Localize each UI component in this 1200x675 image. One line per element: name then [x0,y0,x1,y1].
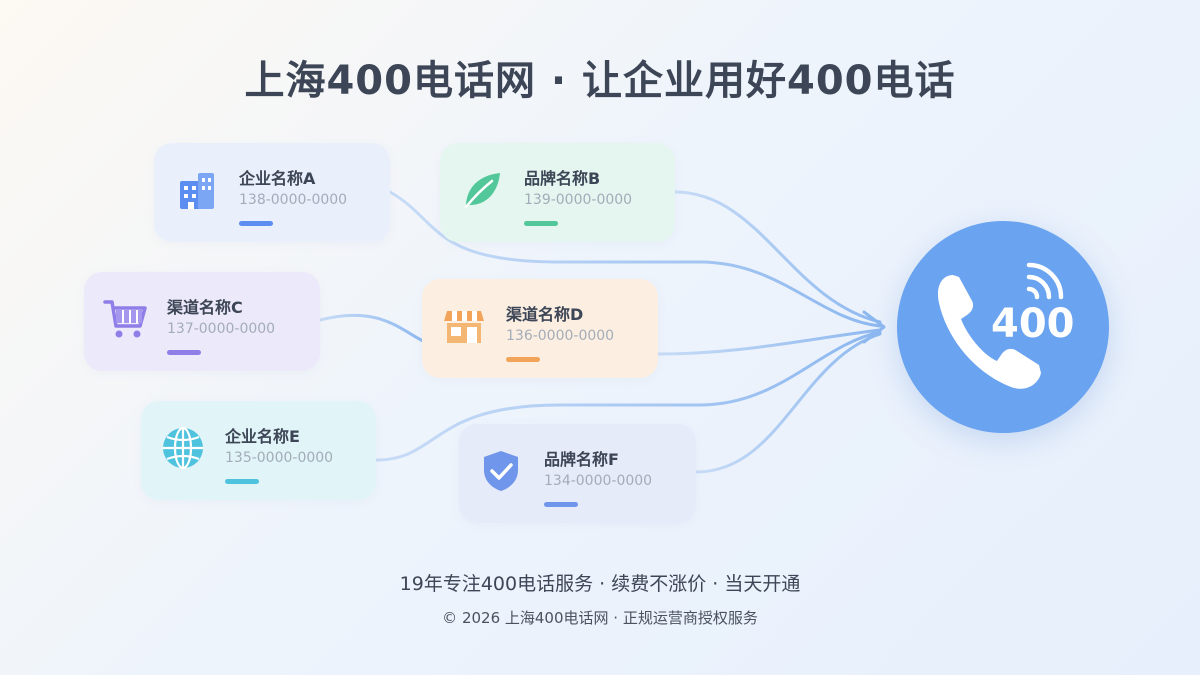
card-accent-bar [524,221,558,226]
hub-label: 400 [991,301,1075,347]
leaf-icon [464,173,500,209]
card-accent-bar [544,502,578,507]
card-accent-bar [167,350,201,355]
card-phone: 135-0000-0000 [225,450,334,466]
cart-icon [103,300,147,338]
card-name: 渠道名称C [167,298,243,317]
contact-card-a[interactable]: 企业名称A 138-0000-0000 [154,143,390,242]
flow-line-c [318,313,427,344]
signal-waves-icon [1026,262,1064,300]
flow-line-e [374,330,882,462]
contact-card-c[interactable]: 渠道名称C 137-0000-0000 [84,272,320,371]
flow-arrowhead [862,310,886,344]
hub-400-circle[interactable]: 400 [897,221,1109,433]
flow-line-d2 [656,328,882,356]
contact-card-e[interactable]: 企业名称E 135-0000-0000 [141,401,376,500]
contact-card-d[interactable]: 渠道名称D 136-0000-0000 [422,279,658,378]
card-name: 企业名称A [239,169,316,188]
store-icon [444,311,484,343]
card-phone: 136-0000-0000 [506,328,615,344]
card-name: 品牌名称F [544,450,619,469]
card-phone: 134-0000-0000 [544,473,653,489]
phone-icon [937,275,1041,389]
building-icon [180,173,214,209]
page-title: 上海400电话网 · 让企业用好400电话 [244,58,956,104]
flow-line-a [388,190,882,328]
shield-check-icon [484,451,518,491]
card-name: 品牌名称B [524,169,601,188]
contact-card-b[interactable]: 品牌名称B 139-0000-0000 [440,143,675,242]
globe-icon [163,426,203,470]
flow-line-f [694,332,882,474]
card-name: 渠道名称D [506,305,584,324]
card-accent-bar [239,221,273,226]
card-accent-bar [506,357,540,362]
card-phone: 139-0000-0000 [524,192,633,208]
card-name: 企业名称E [225,427,300,446]
flow-line-b [673,190,882,324]
footer-tagline: 19年专注400电话服务 · 续费不涨价 · 当天开通 [399,573,801,595]
card-accent-bar [225,479,259,484]
contact-card-f[interactable]: 品牌名称F 134-0000-0000 [459,424,696,523]
card-phone: 138-0000-0000 [239,192,348,208]
card-phone: 137-0000-0000 [167,321,276,337]
footer-copyright: © 2026 上海400电话网 · 正规运营商授权服务 [442,609,758,627]
